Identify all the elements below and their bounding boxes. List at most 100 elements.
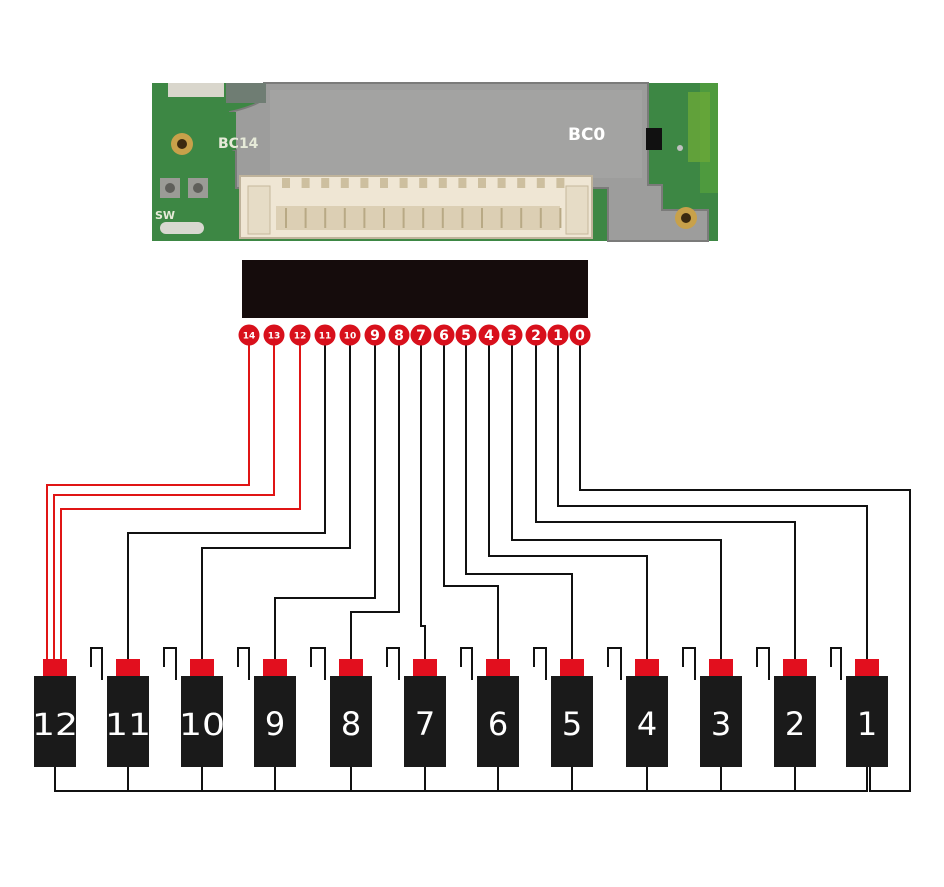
series-link-top bbox=[533, 647, 547, 680]
wire-pin-12 bbox=[60, 335, 301, 663]
label-bc14: BC14 bbox=[218, 136, 259, 152]
positive-terminal bbox=[783, 659, 807, 676]
series-link-bottom bbox=[350, 767, 426, 792]
bms-header-connector bbox=[239, 175, 593, 239]
positive-terminal bbox=[263, 659, 287, 676]
series-link-bottom bbox=[571, 767, 648, 792]
pin-label: 0 bbox=[575, 328, 585, 344]
wire-pin-10 bbox=[201, 335, 351, 663]
cell-label: 2 bbox=[785, 705, 805, 743]
battery-cell-8: 8 bbox=[330, 659, 372, 767]
cell-body bbox=[181, 676, 223, 767]
pin-label: 6 bbox=[439, 328, 449, 344]
wire-harness bbox=[46, 335, 911, 792]
battery-cell-1: 1 bbox=[846, 659, 888, 767]
pin-0: 0 bbox=[569, 324, 591, 346]
pin-label: 8 bbox=[394, 328, 404, 344]
cell-label: 8 bbox=[341, 705, 361, 743]
pin-11: 11 bbox=[314, 324, 336, 346]
pin-label: 1 bbox=[553, 328, 563, 344]
pin-label: 11 bbox=[319, 332, 332, 342]
pin-label: 4 bbox=[484, 328, 494, 344]
cell-label: 1 bbox=[857, 705, 877, 743]
battery-cell-3: 3 bbox=[700, 659, 742, 767]
cell-body bbox=[34, 676, 76, 767]
series-link-bottom bbox=[497, 767, 573, 792]
cell-body bbox=[846, 676, 888, 767]
pin-label: 7 bbox=[416, 328, 426, 344]
pin-3: 3 bbox=[501, 324, 523, 346]
pin-label: 13 bbox=[268, 332, 281, 342]
pin-8: 8 bbox=[388, 324, 410, 346]
pin-10: 10 bbox=[339, 324, 361, 346]
positive-terminal bbox=[116, 659, 140, 676]
positive-terminal bbox=[855, 659, 879, 676]
pin-label: 14 bbox=[243, 332, 256, 342]
cell-label: 4 bbox=[637, 705, 657, 743]
battery-cell-5: 5 bbox=[551, 659, 593, 767]
wire-pin-7 bbox=[420, 335, 426, 663]
pin-7: 7 bbox=[410, 324, 432, 346]
series-link-top bbox=[607, 647, 622, 680]
series-link-bottom bbox=[720, 767, 796, 792]
series-link-top bbox=[682, 647, 696, 680]
cell-body bbox=[404, 676, 446, 767]
wire-pin-4 bbox=[488, 335, 648, 663]
pin-12: 12 bbox=[289, 324, 311, 346]
battery-cell-12: 12 bbox=[32, 659, 78, 767]
pin-14: 14 bbox=[238, 324, 260, 346]
connector-block bbox=[242, 260, 588, 318]
cell-body bbox=[774, 676, 816, 767]
wire-pin-3 bbox=[511, 335, 722, 663]
battery-cell-4: 4 bbox=[626, 659, 668, 767]
wire-pin-14 bbox=[46, 335, 250, 663]
series-link-top bbox=[830, 647, 842, 680]
cell-label: 3 bbox=[711, 705, 731, 743]
pcb-board: BC14 BC0 SW bbox=[152, 82, 718, 242]
battery-cell-10: 10 bbox=[179, 659, 225, 767]
cell-label: 5 bbox=[562, 705, 582, 743]
cell-label: 6 bbox=[488, 705, 508, 743]
pin-2: 2 bbox=[525, 324, 547, 346]
wire-pin-8 bbox=[350, 335, 400, 663]
cell-label: 10 bbox=[179, 708, 225, 743]
battery-cell-2: 2 bbox=[774, 659, 816, 767]
wire-pin-5 bbox=[465, 335, 573, 663]
series-link-top bbox=[90, 647, 103, 680]
wire-pin-2 bbox=[535, 335, 796, 663]
series-link-bottom bbox=[127, 767, 203, 792]
cell-label: 11 bbox=[105, 708, 151, 743]
pin-label: 10 bbox=[344, 332, 357, 342]
cell-label: 7 bbox=[415, 705, 435, 743]
pin-4: 4 bbox=[478, 324, 500, 346]
battery-cell-6: 6 bbox=[477, 659, 519, 767]
series-link-top bbox=[460, 647, 473, 680]
battery-cell-9: 9 bbox=[254, 659, 296, 767]
series-link-top bbox=[163, 647, 177, 680]
cell-body bbox=[330, 676, 372, 767]
wire-pin-13 bbox=[53, 335, 275, 663]
positive-terminal bbox=[339, 659, 363, 676]
wire-pin-9 bbox=[274, 335, 376, 663]
battery-cell-7: 7 bbox=[404, 659, 446, 767]
series-link-bottom bbox=[201, 767, 276, 792]
series-link-top bbox=[386, 647, 400, 680]
series-link-top bbox=[310, 647, 326, 680]
cell-body bbox=[254, 676, 296, 767]
battery-cells: 12 11 10 9 8 7 6 5 4 3 2 1 bbox=[32, 659, 888, 767]
series-link-bottom bbox=[54, 767, 129, 792]
positive-terminal bbox=[190, 659, 214, 676]
pin-label: 2 bbox=[531, 328, 541, 344]
cell-body bbox=[477, 676, 519, 767]
label-bc0: BC0 bbox=[568, 125, 605, 145]
cell-label: 12 bbox=[32, 708, 78, 743]
pin-label: 12 bbox=[294, 332, 307, 342]
pin-1: 1 bbox=[547, 324, 569, 346]
cell-body bbox=[551, 676, 593, 767]
wire-pin-11 bbox=[127, 335, 326, 663]
positive-terminal bbox=[709, 659, 733, 676]
series-link-bottom bbox=[274, 767, 352, 792]
wire-pin-1 bbox=[557, 335, 868, 663]
